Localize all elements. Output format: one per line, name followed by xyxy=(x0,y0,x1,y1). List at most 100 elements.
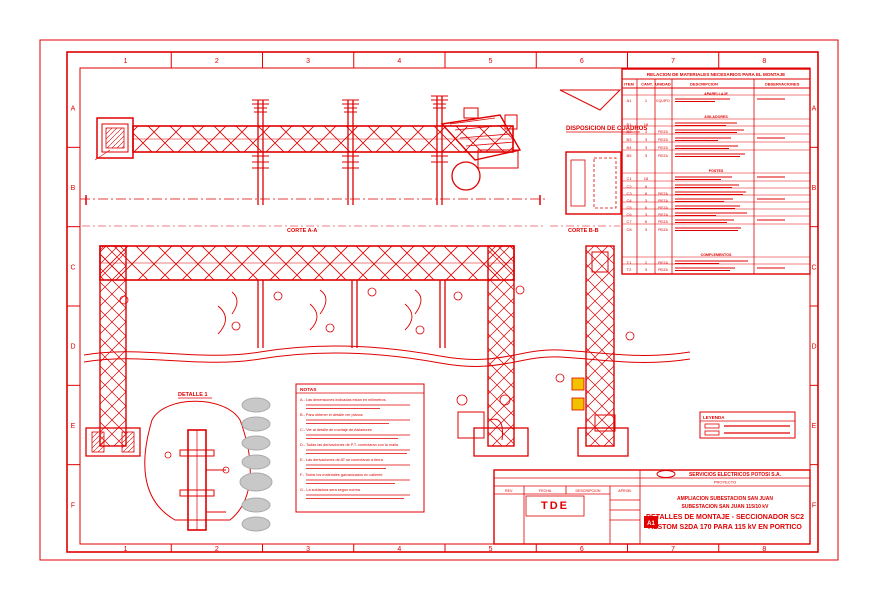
material-item: C8 xyxy=(626,227,632,232)
section-postes: POSTES xyxy=(709,169,724,173)
material-cant: 6 xyxy=(645,205,648,210)
material-unidad: PIEZA xyxy=(658,146,669,150)
corte-aa-elevation: CORTE A-A xyxy=(82,225,691,457)
material-item: C2 xyxy=(626,184,632,189)
material-item: B3 xyxy=(627,137,633,142)
material-item: C6 xyxy=(626,212,632,217)
leyenda-title: LEYENDA xyxy=(703,415,725,420)
material-cant: 3 xyxy=(645,267,648,272)
tb-subtitle: PROYECTO xyxy=(714,480,736,485)
column-ref-bottom: 6 xyxy=(580,546,584,553)
tb-project: AMPLIACION SUBESTACION SAN JUAN xyxy=(677,496,773,502)
material-item: C7 xyxy=(626,219,632,224)
material-row: T1 2 PIEZA xyxy=(627,260,669,265)
material-item: C1 xyxy=(626,176,632,181)
detalle-1: DETALLE 1 xyxy=(144,392,251,531)
note-item: E.- Las derivaciones de AT se conectaran… xyxy=(300,458,384,462)
corte-bb-elevation: CORTE B-B xyxy=(550,225,635,457)
column-ref-top: 5 xyxy=(489,58,493,65)
material-item: B5 xyxy=(627,153,633,158)
section-complementos: COMPLEMENTOS xyxy=(701,253,732,257)
material-unidad: PIEZA xyxy=(658,261,669,265)
disposicion-de-cuadros: DISPOSICION DE CUADROS xyxy=(559,89,647,215)
column-ref-bottom: 4 xyxy=(397,546,401,553)
tb-substation: SUBESTACION SAN JUAN 115/10 kV xyxy=(682,504,770,510)
corte-aa-label: CORTE A-A xyxy=(287,228,317,234)
material-item: C5 xyxy=(626,205,632,210)
material-unidad: PIEZA xyxy=(658,228,669,232)
leyenda-box: LEYENDA xyxy=(699,411,796,439)
material-cant: 3 xyxy=(645,145,648,150)
detalle-title: DETALLE 1 xyxy=(178,392,208,398)
header-cant: CANT. xyxy=(641,82,653,87)
note-item: B.- Para obtener el detalle ver planos xyxy=(300,413,363,417)
note-item: F.- Todos los materiales galvanizados en… xyxy=(300,473,382,477)
material-row: A1 1 EQUIPO xyxy=(627,98,670,103)
material-row: C6 3 PIEZA xyxy=(626,212,668,217)
column-ref-bottom: 8 xyxy=(762,546,766,553)
column-ref-top: 8 xyxy=(762,58,766,65)
material-unidad: EQUIPO xyxy=(656,99,670,103)
header-descripcion: DESCRIPCION xyxy=(690,82,718,87)
tb-company: SERVICIOS ELECTRICOS POTOSI S.A. xyxy=(689,472,782,478)
section-aisladores: AISLADORES xyxy=(704,115,728,119)
column-ref-top: 2 xyxy=(215,58,219,65)
tb-col-fecha: FECHA xyxy=(539,489,552,493)
column-ref-top: 3 xyxy=(306,58,310,65)
material-unidad: PIEZA xyxy=(658,192,669,196)
column-ref-top: 7 xyxy=(671,58,675,65)
section-aparellaje: APARELLAJE xyxy=(704,92,728,96)
material-item: A1 xyxy=(627,98,633,103)
tb-drawing-subtitle: ALSTOM S2DA 170 PARA 115 kV EN PORTICO xyxy=(648,524,802,531)
material-cant: 3 xyxy=(645,129,648,134)
top-plan-view xyxy=(80,95,545,205)
material-item: T2 xyxy=(627,267,632,272)
column-ref-bottom: 1 xyxy=(124,546,128,553)
row-ref-left: B xyxy=(71,185,76,192)
row-ref-right: E xyxy=(812,423,817,430)
material-unidad: PIEZA xyxy=(658,268,669,272)
header-item: ITEM xyxy=(624,82,634,87)
material-row: C8 3 PIEZA xyxy=(626,227,668,232)
note-item: C.- Ver al detalle de montaje de Aislado… xyxy=(300,428,372,432)
row-ref-right: B xyxy=(812,185,817,192)
title-block: REV. FECHA DESCRIPCION APROB. SERVICIOS … xyxy=(493,469,811,545)
material-cant: 3 xyxy=(645,212,648,217)
tb-col-desc: DESCRIPCION xyxy=(576,489,601,493)
row-ref-left: D xyxy=(70,344,75,351)
row-ref-left: F xyxy=(71,502,75,509)
tb-col-rev: REV. xyxy=(505,489,513,493)
material-item: B2 xyxy=(627,129,633,134)
notes-box: NOTAS A.- Las dimensiones indicadas esta… xyxy=(295,383,425,513)
row-ref-left: A xyxy=(71,106,76,113)
column-ref-bottom: 5 xyxy=(489,546,493,553)
tb-logo: TDE xyxy=(541,500,569,512)
material-row: T2 3 PIEZA xyxy=(627,267,669,272)
material-cant: 3 xyxy=(645,227,648,232)
tb-col-aprob: APROB. xyxy=(618,489,632,493)
material-cant: 1 xyxy=(645,98,648,103)
row-ref-left: E xyxy=(71,423,76,430)
header-observaciones: OBSERVACIONES xyxy=(765,82,800,87)
note-item: G.- La soldadura sera segun norma xyxy=(300,488,361,492)
row-ref-right: C xyxy=(811,264,816,271)
material-cant: 2 xyxy=(645,260,648,265)
materials-header-row: ITEM CANT. UNIDAD DESCRIPCION OBSERVACIO… xyxy=(624,82,799,87)
material-cant: 18 xyxy=(644,176,649,181)
row-ref-right: A xyxy=(812,106,817,113)
material-unidad: PIEZA xyxy=(658,213,669,217)
material-cant: 3 xyxy=(645,153,648,158)
column-ref-bottom: 7 xyxy=(671,546,675,553)
column-ref-bottom: 2 xyxy=(215,546,219,553)
material-item: T1 xyxy=(627,260,632,265)
row-ref-right: D xyxy=(811,344,816,351)
material-cant: 6 xyxy=(645,219,648,224)
material-item: C4 xyxy=(626,198,632,203)
